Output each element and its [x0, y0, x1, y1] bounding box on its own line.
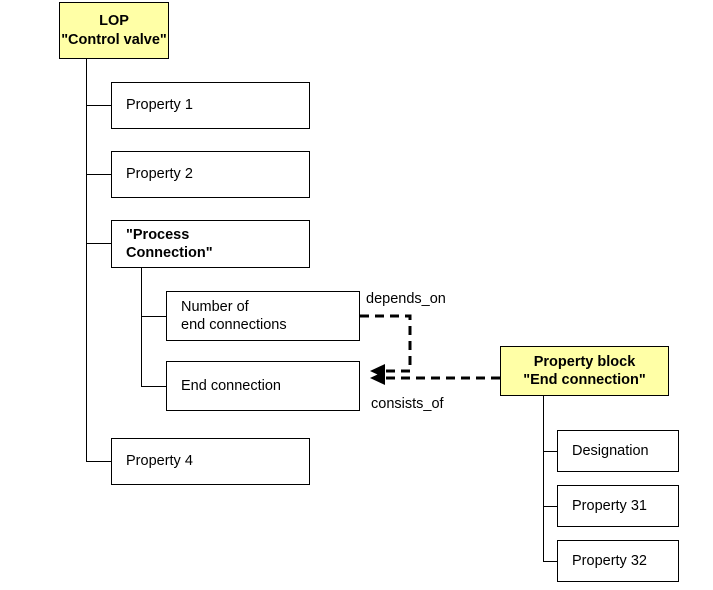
label-consists-of: consists_of	[371, 396, 444, 412]
node-property-4[interactable]: Property 4	[111, 438, 310, 485]
node-property-1[interactable]: Property 1	[111, 82, 310, 129]
node-lop-line1: LOP	[99, 13, 129, 30]
node-number-of-end-connections[interactable]: Number of end connections	[166, 291, 360, 341]
branch-line-designation	[543, 451, 558, 452]
trunk-line-process-connection	[141, 268, 142, 386]
depends-on-arrow-path	[360, 314, 412, 373]
branch-line-property-31	[543, 506, 558, 507]
branch-line-property-2	[86, 174, 112, 175]
node-property-4-label: Property 4	[126, 453, 193, 470]
branch-line-number-of-end-connections	[141, 316, 166, 317]
node-property-1-label: Property 1	[126, 97, 193, 114]
branch-line-property-4	[86, 461, 112, 462]
node-property-2[interactable]: Property 2	[111, 151, 310, 198]
trunk-line-main	[86, 58, 87, 461]
branch-line-process-connection	[86, 243, 112, 244]
node-designation-label: Designation	[572, 442, 649, 459]
branch-line-end-connection	[141, 386, 166, 387]
trunk-line-property-block	[543, 395, 544, 562]
node-designation[interactable]: Designation	[557, 430, 679, 472]
node-lop-control-valve[interactable]: LOP "Control valve"	[59, 2, 169, 59]
node-process-connection-line1: "Process	[126, 226, 190, 243]
node-property-2-label: Property 2	[126, 166, 193, 183]
node-property-block-end-connection[interactable]: Property block "End connection"	[500, 346, 669, 396]
node-number-of-end-connections-line1: Number of	[181, 298, 249, 315]
node-end-connection[interactable]: End connection	[166, 361, 360, 411]
branch-line-property-32	[543, 561, 558, 562]
branch-line-property-1	[86, 105, 112, 106]
node-property-31-label: Property 31	[572, 497, 647, 514]
node-end-connection-label: End connection	[181, 377, 281, 394]
node-process-connection[interactable]: "Process Connection"	[111, 220, 310, 268]
node-lop-line2: "Control valve"	[61, 31, 167, 48]
node-property-32[interactable]: Property 32	[557, 540, 679, 582]
node-property-31[interactable]: Property 31	[557, 485, 679, 527]
node-property-block-line2: "End connection"	[523, 372, 646, 388]
node-number-of-end-connections-line2: end connections	[181, 317, 287, 333]
label-depends-on: depends_on	[366, 291, 446, 307]
node-process-connection-line2: Connection"	[126, 245, 213, 261]
node-property-32-label: Property 32	[572, 552, 647, 569]
node-property-block-line1: Property block	[533, 353, 636, 370]
consists-of-arrowhead	[370, 371, 385, 385]
